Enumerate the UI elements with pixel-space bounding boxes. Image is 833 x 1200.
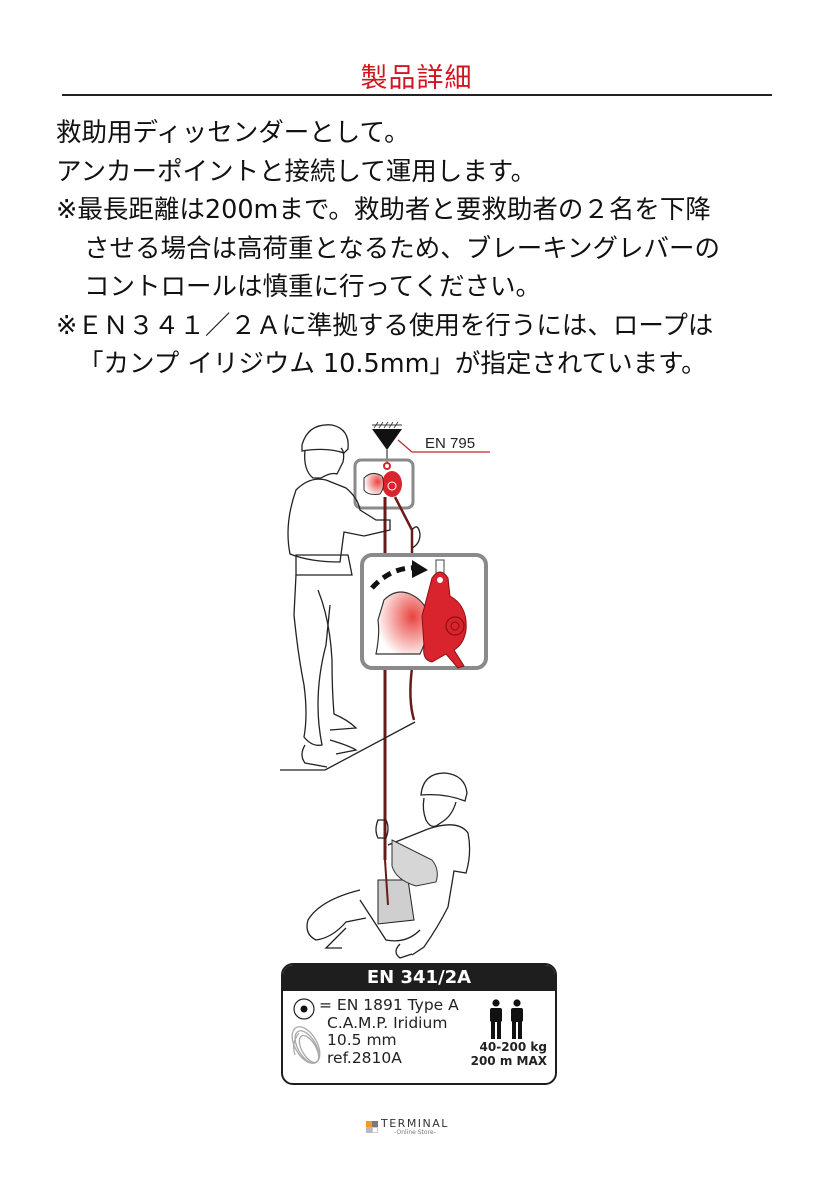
title-divider	[62, 94, 772, 96]
rescuer-figure	[287, 424, 421, 768]
logo-mark-icon	[366, 1121, 378, 1133]
anchor-label: EN 795	[425, 435, 475, 452]
rope-name: C.A.M.P. Iridium	[327, 1013, 448, 1032]
rope-diameter: 10.5 mm	[327, 1031, 397, 1049]
max-height: 200 m MAX	[470, 1053, 547, 1068]
description-line: 「カンプ イリジウム 10.5mm」が指定されています。	[78, 349, 707, 379]
product-description: 救助用ディッセンダーとして。 アンカーポイントと接続して運用します。 ※最長距離…	[56, 114, 796, 384]
description-line: ※最長距離は200mまで。救助者と要救助者の２名を下降	[56, 195, 711, 225]
description-line: 救助用ディッセンダーとして。	[56, 118, 410, 148]
description-line: コントロールは慎重に行ってください。	[84, 272, 541, 302]
brand-tagline: -Online Store-	[394, 1129, 436, 1136]
two-persons-icon	[490, 999, 523, 1039]
descender-device-large	[421, 559, 467, 669]
rope-reference: ref.2810A	[327, 1048, 402, 1067]
store-logo: TERMINAL -Online Store-	[366, 1118, 449, 1136]
description-line: ※ＥＮ３４１／２Ａに準拠する使用を行うには、ロープは	[56, 310, 714, 341]
description-line: させる場合は高荷重となるため、ブレーキングレバーの	[84, 233, 720, 264]
casualty-figure	[306, 772, 471, 959]
description-line: アンカーポイントと接続して運用します。	[56, 156, 537, 187]
rope-standard: = EN 1891 Type A	[319, 996, 459, 1014]
anchor-icon	[372, 421, 402, 462]
standard-heading: EN 341/2A	[283, 965, 555, 991]
spec-label: EN 341/2A = EN 1891 Type A C.A.M.P. Irid…	[281, 963, 557, 1085]
brand-name: TERMINAL	[381, 1117, 449, 1130]
load-range: 40-200 kg	[479, 1040, 547, 1054]
rope-spec: = EN 1891 Type A C.A.M.P. Iridium 10.5 m…	[319, 996, 459, 1067]
rope-coil-icon	[291, 998, 321, 1064]
page-title: 製品詳細	[360, 63, 473, 94]
arrow-icon	[370, 560, 428, 590]
load-spec: 40-200 kg 200 m MAX	[470, 1040, 547, 1068]
usage-illustration: EN 795	[280, 421, 490, 959]
descender-device-icon	[382, 462, 402, 497]
